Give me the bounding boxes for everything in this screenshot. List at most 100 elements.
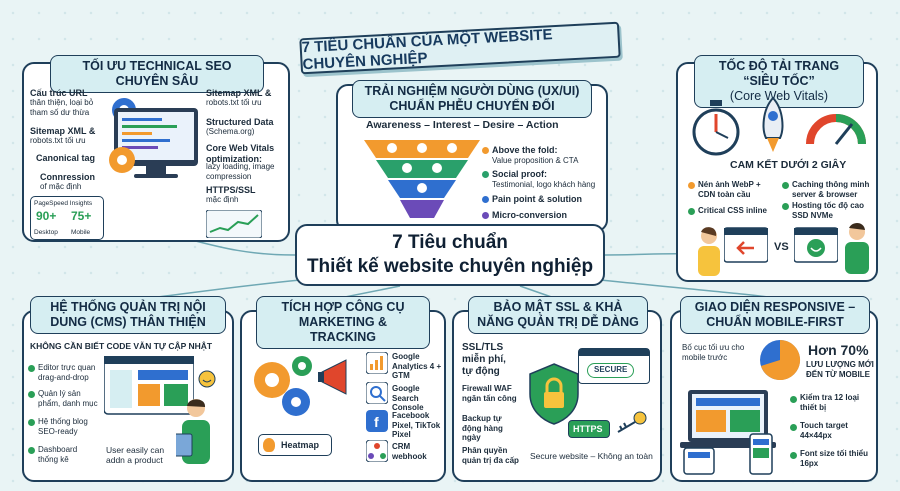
responsive-item-2: Touch target 44×44px [800,421,848,440]
pagespeed-mobile-label: Mobile [71,229,91,236]
responsive-intro: Bố cục tối ưu cho mobile trước [682,343,745,362]
speed-bullet-2 [782,182,789,189]
speed-subtitle: (Core Web Vitals) [729,89,829,103]
ux-point-3-title: Pain point & solution [492,194,582,204]
seo-left-1-title: Cấu trúc URL [30,88,88,98]
ux-title: TRẢI NGHIỆM NGƯỜI DÙNG (UX/UI) CHUẨN PHỄ… [352,80,592,118]
shield-lock-icon [529,363,579,425]
slow-browser-icon [724,227,768,263]
ux-point-1-desc: Value proposition & CTA [492,156,579,165]
cms-item-2: Quản lý sản phẩm, danh mục [38,389,98,408]
center-title-box: 7 Tiêu chuẩn Thiết kế website chuyên ngh… [295,224,605,286]
heatmap-label: Heatmap [281,440,320,450]
security-item-1: SSL/TLS miễn phí, tự động [462,342,506,377]
seo-right-1-desc: robots.txt tối ưu [206,98,262,107]
speed-item-4: Hosting tốc độ cao SSD NVMe [792,201,864,220]
tool-3: Facebook Pixel, TikTok Pixel [392,411,441,439]
speed-commit: CAM KẾT DƯỚI 2 GIÂY [730,159,847,171]
megaphone-icon [318,359,347,395]
devices-icon [680,390,776,475]
cms-subtitle: KHÔNG CẦN BIẾT CODE VẪN TỰ CẬP NHẬT [30,341,213,351]
search-console-icon [366,382,388,404]
security-item-4: Phân quyền quản trị đa cấp [462,446,519,465]
pagespeed-mobile-score: 75+ [71,209,92,223]
person-waiting-icon [698,227,720,276]
analytics-icon [366,352,388,374]
cms-bullet-3 [28,419,35,426]
seo-left-4-title: Connression [40,172,96,182]
pagespeed-desktop-label: Desktop [34,229,58,236]
speed-item-1: Nén ảnh WebP + CDN toàn cầu [698,180,761,199]
speed-bullet-3 [688,208,695,215]
tool-2: Google Search Console [392,384,424,412]
seo-title: TỐI ƯU TECHNICAL SEO CHUYÊN SÂU [50,55,264,93]
secure-address-bar: SECURE [578,348,650,384]
crm-icon [366,440,388,462]
responsive-stat-label: LƯU LƯỢNG MỚI ĐẾN TỪ MOBILE [806,360,874,379]
ux-point-2-desc: Testimonial, logo khách hàng [492,180,596,189]
ux-bullet-4 [482,212,489,219]
seo-right-2-desc: (Schema.org) [206,127,255,136]
https-label: HTTPS [573,424,603,434]
center-title-line1: 7 Tiêu chuẩn [392,232,508,253]
ux-point-4-title: Micro-conversion [492,210,568,220]
ux-bullet-1 [482,147,489,154]
key-icon [617,411,647,433]
user-tablet-icon [176,399,210,464]
fast-browser-icon [794,227,838,263]
seo-right-4-desc: mặc định [206,195,239,204]
cms-item-3: Hệ thống blog SEO-ready [38,417,88,436]
speed-title: TỐC ĐỘ TẢI TRANG “SIÊU TỐC” [718,59,840,88]
svg-text:f: f [374,414,379,430]
facebook-icon: f [366,410,388,432]
cms-bullet-2 [28,391,35,398]
responsive-title: GIAO DIỆN RESPONSIVE – CHUẨN MOBILE-FIRS… [680,296,870,334]
ux-bullet-3 [482,196,489,203]
speed-title-box: TỐC ĐỘ TẢI TRANG “SIÊU TỐC” (Core Web Vi… [694,55,864,108]
seo-left-4-desc: of mặc định [40,182,82,191]
https-badge: HTTPS [568,420,610,438]
tool-4: CRM webhook [392,442,427,461]
speed-bullet-1 [688,182,695,189]
seo-right-3-desc: lazy loading, image compression [206,162,275,181]
flame-icon [263,438,275,452]
cms-caption: User easily can addn a product [106,445,165,465]
dashboard-window-icon [104,356,194,415]
security-item-3: Backup tự động hàng ngày [462,414,503,442]
gauge-icon [806,114,866,145]
ux-bullet-2 [482,171,489,178]
pagespeed-widget: PageSpeed Insights 90+ Desktop 75+ Mobil… [30,196,104,240]
cms-item-1: Editor trực quan drag-and-drop [38,363,96,382]
pagespeed-desktop-score: 90+ [36,209,57,223]
cms-bullet-1 [28,365,35,372]
security-title: BẢO MẬT SSL & KHẢ NĂNG QUẢN TRỊ DỄ DÀNG [468,296,648,334]
ux-point-1-title: Above the fold: [492,145,558,155]
seo-right-4-title: HTTPS/SSL [206,185,256,195]
center-title-line2: Thiết kế website chuyên nghiệp [306,256,594,277]
responsive-bullet-2 [790,424,797,431]
pie-chart-icon [760,339,801,380]
tool-1: Google Analytics 4 + GTM [392,352,442,380]
browser-bar [579,349,649,356]
marketing-title: TÍCH HỢP CÔNG CỤ MARKETING & TRACKING [256,296,430,349]
seo-right-3-title: Core Web Vitals optimization: [206,143,275,164]
responsive-item-3: Font size tối thiểu 16px [800,449,868,468]
secure-label: SECURE [587,363,635,378]
seo-left-2-desc: robots.txt tối ưu [30,136,86,145]
seo-left-2-title: Sitemap XML & [30,126,96,136]
security-caption: Secure website – Không an toàn [530,451,653,461]
responsive-stat-value: Hơn 70% [808,342,869,358]
cms-bullet-4 [28,447,35,454]
seo-left-1-desc: thân thiện, loại bỏ tham số dư thừa [30,98,94,117]
cms-item-4: Dashboard thống kê [38,445,78,464]
ux-aida: Awareness – Interest – Desire – Action [366,119,559,131]
seo-right-1-title: Sitemap XML & [206,88,272,98]
security-item-2: Firewall WAF ngăn tấn công [462,384,517,403]
responsive-item-1: Kiểm tra 12 loại thiết bị [800,393,860,412]
cms-title: HỆ THỐNG QUẢN TRỊ NỘI DUNG (CMS) THÂN TH… [30,296,226,334]
stopwatch-icon [692,100,740,156]
smiley-icon [198,370,216,388]
speed-item-3: Critical CSS inline [698,206,767,215]
chart-icon [206,210,262,238]
speed-vs: VS [774,241,789,253]
